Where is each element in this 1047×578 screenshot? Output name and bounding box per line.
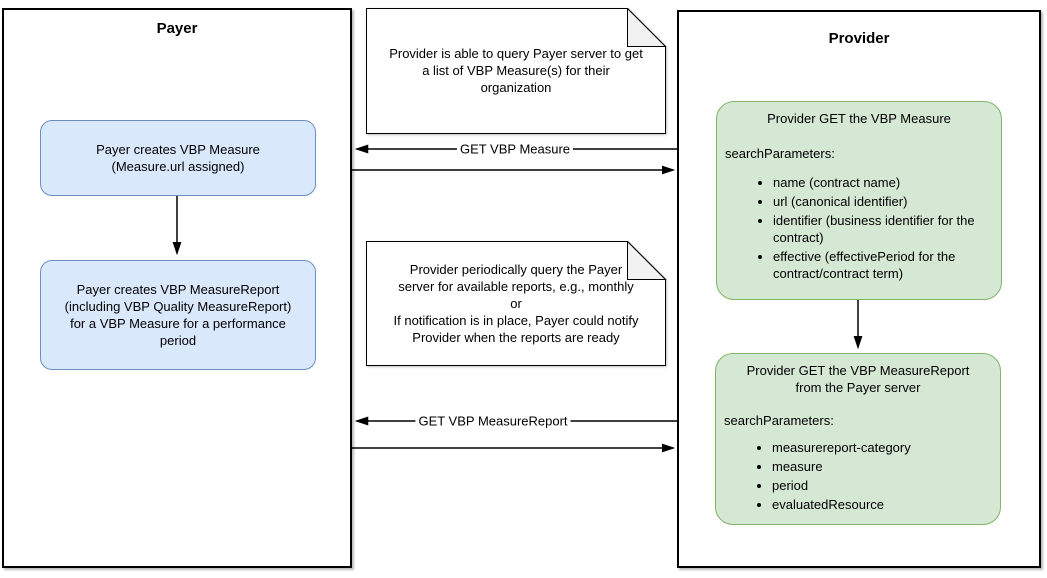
bullet-item: evaluatedResource	[772, 496, 992, 513]
search-parameters-list: name (contract name) url (canonical iden…	[725, 174, 993, 282]
note1-shape	[366, 8, 667, 134]
bullet-item: url (canonical identifier)	[773, 193, 993, 210]
search-parameters-label: searchParameters:	[724, 413, 834, 428]
note2-shape	[366, 241, 667, 366]
provider-get-measure-panel: Provider GET the VBP Measure searchParam…	[716, 101, 1002, 300]
bullet-item: name (contract name)	[773, 174, 993, 191]
search-parameters-list: measurereport-category measure period ev…	[724, 439, 992, 513]
get-measure-arrow-label: GET VBP Measure	[456, 141, 574, 157]
note2-text: Provider periodically query the Payer se…	[393, 261, 639, 345]
provider-get-measure-title: Provider GET the VBP Measure	[767, 111, 951, 126]
bullet-item: measure	[772, 458, 992, 475]
note1-text: Provider is able to query Payer server t…	[389, 46, 643, 95]
bullet-item: effective (effectivePeriod for the contr…	[773, 248, 993, 282]
payer-creates-measurereport-box: Payer creates VBP MeasureReport (includi…	[40, 260, 316, 370]
payer-creates-measure-box: Payer creates VBP Measure (Measure.url a…	[40, 120, 316, 196]
note2-fold-icon	[627, 241, 667, 280]
payer-lane-title: Payer	[156, 20, 198, 37]
get-measurereport-arrow-label: GET VBP MeasureReport	[415, 413, 571, 429]
bullet-item: period	[772, 477, 992, 494]
provider-get-measurereport-panel: Provider GET the VBP MeasureReport from …	[715, 353, 1001, 525]
provider-lane-title: Provider	[828, 30, 890, 47]
note1-fold-icon	[627, 8, 667, 47]
provider-get-measurereport-title: Provider GET the VBP MeasureReport from …	[746, 363, 970, 395]
bullet-item: identifier (business identifier for the …	[773, 212, 993, 246]
search-parameters-label: searchParameters:	[725, 146, 835, 161]
bullet-item: measurereport-category	[772, 439, 992, 456]
